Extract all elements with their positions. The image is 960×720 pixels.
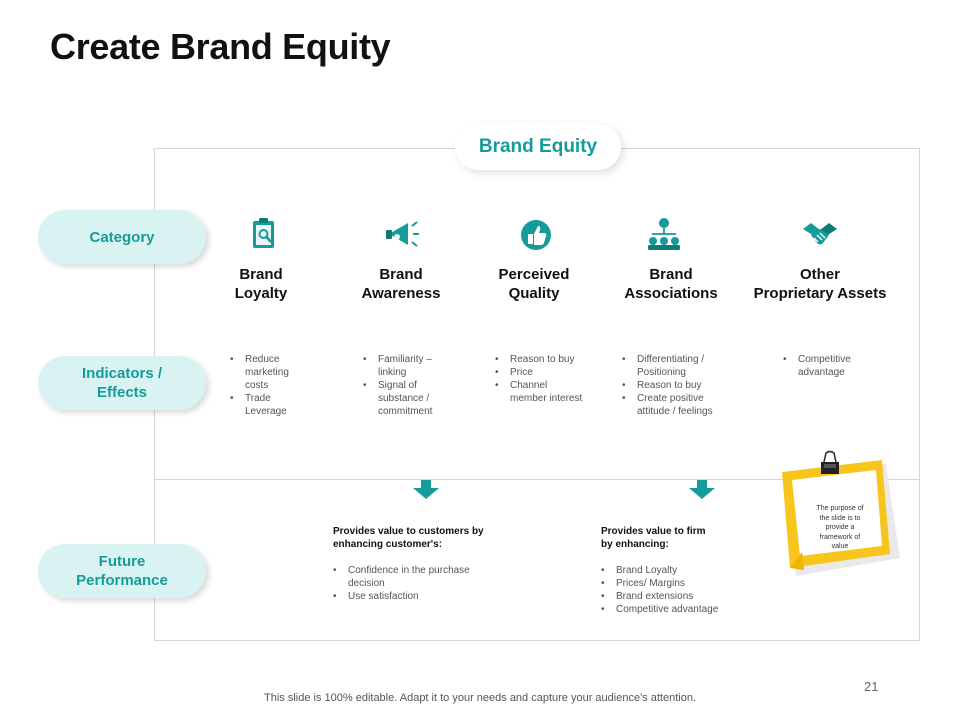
sticky-note-text: The purpose of the slide is to provide a… [816, 505, 864, 550]
thumbs-up-icon [521, 220, 551, 250]
list-item: Differentiating / Positioning [622, 353, 737, 379]
indicator-list-brand-awareness: Familiarity – linking Signal of substanc… [363, 353, 458, 418]
column-title-perceived-quality: Perceived Quality [498, 266, 570, 302]
down-arrow-icon [689, 480, 715, 499]
indicator-list-other-assets: Competitive advantage [783, 353, 883, 379]
section-divider [154, 479, 920, 480]
list-item: Create positive attitude / feelings [622, 392, 737, 418]
slide-title: Create Brand Equity [50, 26, 391, 67]
brand-equity-label: Brand Equity [455, 124, 621, 170]
loyalty-clipboard-icon [253, 218, 274, 248]
page-number: 21 [864, 679, 879, 694]
future-customers-heading: Provides value to customers by enhancing… [333, 526, 484, 550]
down-arrow-icon [413, 480, 439, 499]
list-item: Competitive advantage [783, 353, 883, 379]
list-item: Signal of substance / commitment [363, 379, 458, 418]
future-customers-block: Provides value to customers by enhancing… [333, 526, 533, 603]
list-item: Familiarity – linking [363, 353, 458, 379]
future-firm-block: Provides value to firm by enhancing: Bra… [601, 526, 761, 616]
list-item: Reason to buy [622, 379, 737, 392]
network-people-icon [648, 218, 680, 250]
handshake-icon [803, 223, 837, 245]
list-item: Confidence in the purchase decision [333, 564, 533, 590]
indicator-list-perceived-quality: Reason to buy Price Channel member inter… [495, 353, 600, 405]
sticky-note: The purpose of the slide is to provide a… [778, 450, 908, 580]
list-item: Prices/ Margins [601, 577, 761, 590]
binder-clip-icon [821, 450, 839, 474]
list-item: Brand Loyalty [601, 564, 761, 577]
footer-text: This slide is 100% editable. Adapt it to… [264, 692, 696, 704]
sticky-note-paper [782, 460, 900, 576]
row-label-category: Category [38, 210, 206, 264]
column-title-other-assets: Other Proprietary Assets [753, 266, 887, 302]
indicator-list-brand-associations: Differentiating / Positioning Reason to … [622, 353, 737, 418]
future-firm-heading: Provides value to firm by enhancing: [601, 526, 706, 550]
column-title-brand-associations: Brand Associations [624, 266, 718, 302]
list-item: Reduce marketing costs [230, 353, 320, 392]
list-item: Channel member interest [495, 379, 600, 405]
indicator-list-brand-loyalty: Reduce marketing costs Trade Leverage [230, 353, 320, 418]
future-customers-list: Confidence in the purchase decision Use … [333, 564, 533, 603]
future-firm-list: Brand Loyalty Prices/ Margins Brand exte… [601, 564, 761, 616]
column-title-brand-awareness: Brand Awareness [361, 266, 441, 302]
list-item: Price [495, 366, 600, 379]
list-item: Use satisfaction [333, 590, 533, 603]
list-item: Competitive advantage [601, 603, 761, 616]
list-item: Brand extensions [601, 590, 761, 603]
column-title-brand-loyalty: Brand Loyalty [234, 266, 288, 302]
megaphone-icon [386, 221, 419, 247]
row-label-indicators: Indicators / Effects [38, 356, 206, 410]
row-label-future: Future Performance [38, 544, 206, 598]
list-item: Reason to buy [495, 353, 600, 366]
list-item: Trade Leverage [230, 392, 320, 418]
